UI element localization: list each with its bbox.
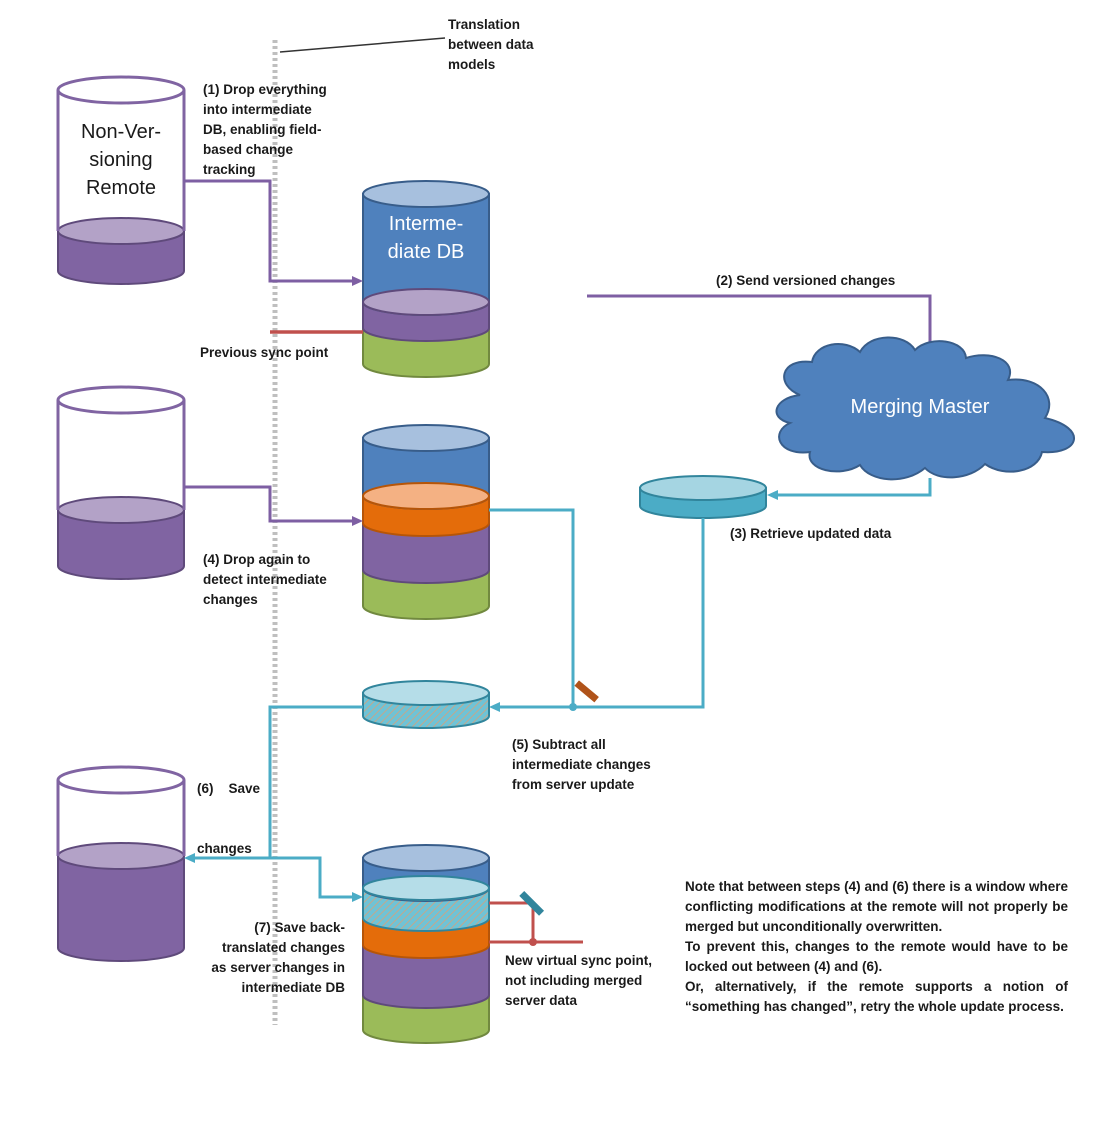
subtract-operator	[574, 680, 599, 703]
conflict-note: Note that between steps (4) and (6) ther…	[685, 877, 1068, 1017]
new-sync-label: New virtual sync point, not including me…	[505, 953, 653, 1008]
step6-step7-arrows	[184, 705, 363, 902]
note-paragraph: To prevent this, changes to the remote w…	[685, 939, 1068, 974]
new-sync-junction	[529, 938, 537, 946]
merging-master-cloud	[775, 336, 1075, 481]
remote-db-3	[56, 765, 186, 962]
note-paragraph: Or, alternatively, if the remote support…	[685, 979, 1068, 1014]
retrieved-data-disk	[639, 475, 767, 519]
subtract-junction	[569, 703, 577, 711]
step4-arrow	[184, 485, 363, 526]
new-sync-operator	[519, 890, 545, 916]
step7-label: (7) Save back- translated changes as ser…	[211, 920, 345, 995]
remote-db-2	[56, 385, 186, 580]
translation-pointer-line	[279, 37, 446, 53]
translation-label: Translation between data models	[448, 17, 534, 72]
previous-sync-label: Previous sync point	[200, 345, 329, 360]
subtract-flow-lines	[489, 508, 705, 712]
step1-arrow	[184, 179, 363, 286]
remote-name: Non-Ver- sioning Remote	[80, 121, 162, 199]
intermediate-db-1	[362, 180, 490, 378]
step2-label: (2) Send versioned changes	[716, 273, 896, 288]
remote-db-1	[56, 75, 186, 285]
step3-label: (3) Retrieve updated data	[730, 526, 892, 541]
diff-data-disk	[362, 680, 490, 729]
merging-master-name: Merging Master	[850, 396, 990, 418]
intermediate-db-name: Interme- diate DB	[387, 213, 465, 263]
step5-label: (5) Subtract all intermediate changes fr…	[512, 737, 651, 792]
step4-label: (4) Drop again to detect intermediate ch…	[203, 552, 327, 607]
step6-label: (6) Save changes	[197, 781, 261, 856]
intermediate-db-2	[362, 424, 490, 620]
note-paragraph: Note that between steps (4) and (6) ther…	[685, 879, 1068, 934]
step1-label: (1) Drop everything into intermediate DB…	[203, 82, 327, 177]
intermediate-db-3	[362, 844, 490, 1044]
step3-arrow	[767, 478, 932, 500]
